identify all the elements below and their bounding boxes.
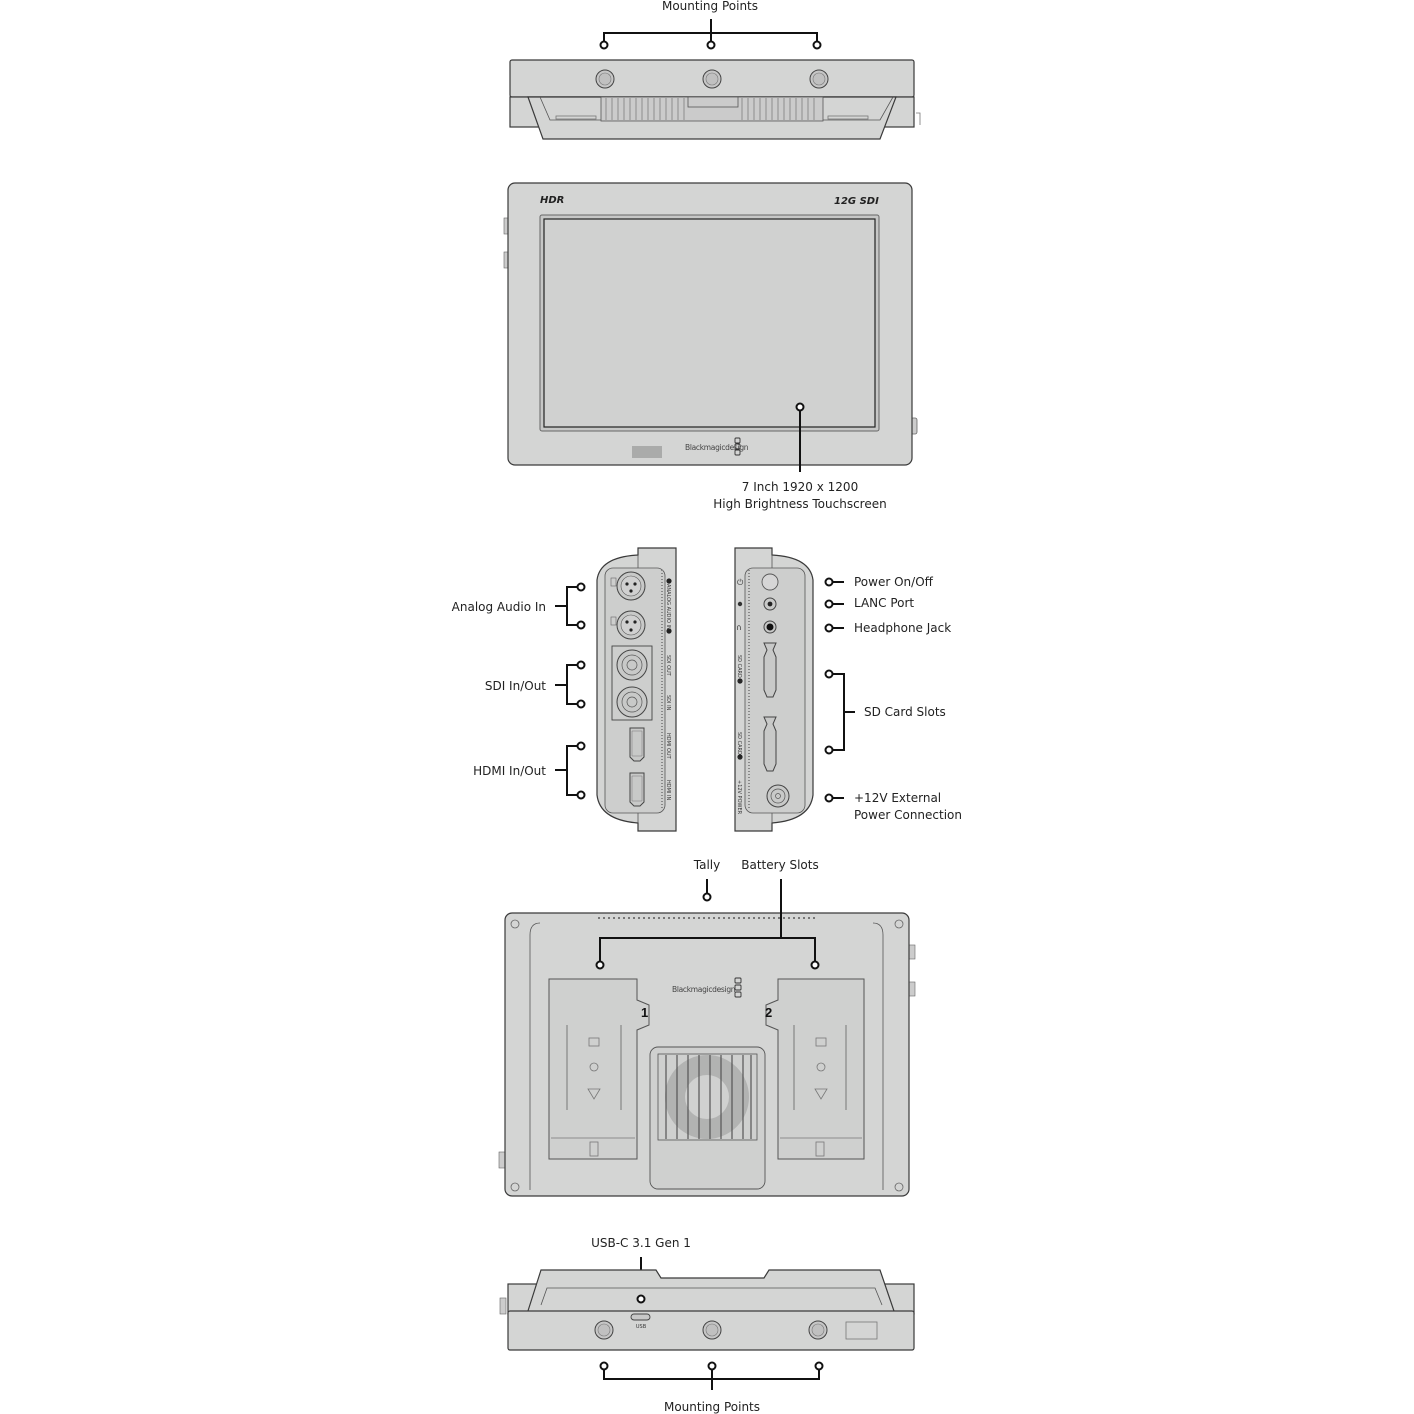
bottom-view: USB-C 3.1 Gen 1 USB Mounting Points (499, 1236, 915, 1414)
power-on-off-label: Power On/Off (854, 575, 934, 589)
svg-text:ANALOG AUDIO IN: ANALOG AUDIO IN (665, 584, 671, 630)
battery-slots-leader (599, 879, 816, 962)
sdi-in-out-label: SDI In/Out (485, 679, 546, 693)
headphone-icon: ∩ (736, 623, 742, 632)
battery-slot-1[interactable]: 1 (548, 978, 650, 1160)
svg-text:HDMI IN: HDMI IN (665, 780, 671, 800)
sdi-bnc-ports (611, 645, 653, 721)
12g-sdi-badge: 12G SDI (834, 196, 879, 207)
top-mounting-points-label: Mounting Points (662, 0, 758, 13)
sd-card-slot-1[interactable] (763, 642, 777, 698)
speaker-grille (632, 446, 662, 458)
cooling-fan (649, 1046, 766, 1190)
headphone-jack-label: Headphone Jack (854, 621, 951, 635)
front-brand-logo: Blackmagicdesign (685, 443, 749, 452)
hdr-badge: HDR (540, 195, 564, 206)
svg-text:SD CARD 1: SD CARD 1 (736, 655, 742, 683)
callout-dot-icon (795, 402, 805, 412)
top-view: Mounting Points (509, 0, 921, 140)
left-side-view: ANALOG AUDIO IN SDI OUT SDI IN HDMI OUT … (452, 547, 677, 832)
callout-dot-icon (812, 40, 822, 50)
hdmi-ports (629, 727, 645, 807)
touchscreen[interactable] (543, 218, 876, 428)
tally-label: Tally (693, 858, 720, 872)
sdi-leader (555, 664, 578, 705)
svg-text:SD CARD 2: SD CARD 2 (736, 732, 742, 760)
svg-text:HDMI OUT: HDMI OUT (665, 733, 671, 760)
callout-dot-icon (706, 40, 716, 50)
svg-text:SDI OUT: SDI OUT (665, 655, 671, 677)
sd-card-slot-2[interactable] (763, 716, 777, 772)
bottom-stand (526, 1269, 896, 1315)
bottom-mounting-holes (594, 1320, 828, 1340)
battery-slot-2[interactable]: 2 (765, 978, 865, 1160)
svg-text:SDI IN: SDI IN (665, 695, 671, 711)
back-view: Tally Battery Slots 1 (498, 858, 916, 1197)
screen-label-line2: High Brightness Touchscreen (713, 497, 886, 511)
battery-slot-1-number: 1 (641, 1005, 648, 1020)
lanc-icon (737, 601, 743, 607)
power-icon: ⏻ (737, 578, 744, 587)
hdmi-leader (555, 745, 578, 796)
analog-audio-leader (555, 586, 578, 626)
12v-power-label-line2: Power Connection (854, 808, 962, 822)
screen-label-line1: 7 Inch 1920 x 1200 (742, 480, 858, 494)
bottom-mounting-points-label: Mounting Points (664, 1400, 760, 1414)
12v-power-connector (766, 784, 790, 808)
front-view: HDR 12G SDI Blackmagicdesign 7 Inch 1920… (503, 182, 918, 511)
bottom-mounting-leader (603, 1369, 820, 1390)
lanc-port-label: LANC Port (854, 596, 914, 610)
hdmi-in-out-label: HDMI In/Out (473, 764, 546, 778)
usb-c-port (630, 1313, 651, 1321)
brand-mark-icon (734, 977, 742, 998)
sd-card-slots-label: SD Card Slots (864, 705, 946, 719)
right-side-view: ⏻ ∩ SD CARD 1 SD CARD 2 +12V POWER Power… (734, 547, 962, 832)
battery-slots-label: Battery Slots (741, 858, 818, 872)
back-brand-logo: Blackmagicdesign (672, 985, 736, 994)
power-button[interactable] (761, 573, 779, 591)
svg-text:+12V POWER: +12V POWER (736, 780, 742, 815)
brand-mark-icon (734, 437, 741, 456)
analog-audio-in-label: Analog Audio In (452, 600, 546, 614)
xlr-audio-inputs (610, 571, 646, 640)
callout-dot-icon (599, 40, 609, 50)
12v-power-label-line1: +12V External (854, 791, 941, 805)
svg-text:USB: USB (636, 1324, 647, 1330)
sd-card-leader (832, 673, 855, 751)
usb-c-label: USB-C 3.1 Gen 1 (591, 1236, 691, 1250)
battery-slot-2-number: 2 (765, 1005, 772, 1020)
top-mounting-holes (595, 69, 829, 89)
